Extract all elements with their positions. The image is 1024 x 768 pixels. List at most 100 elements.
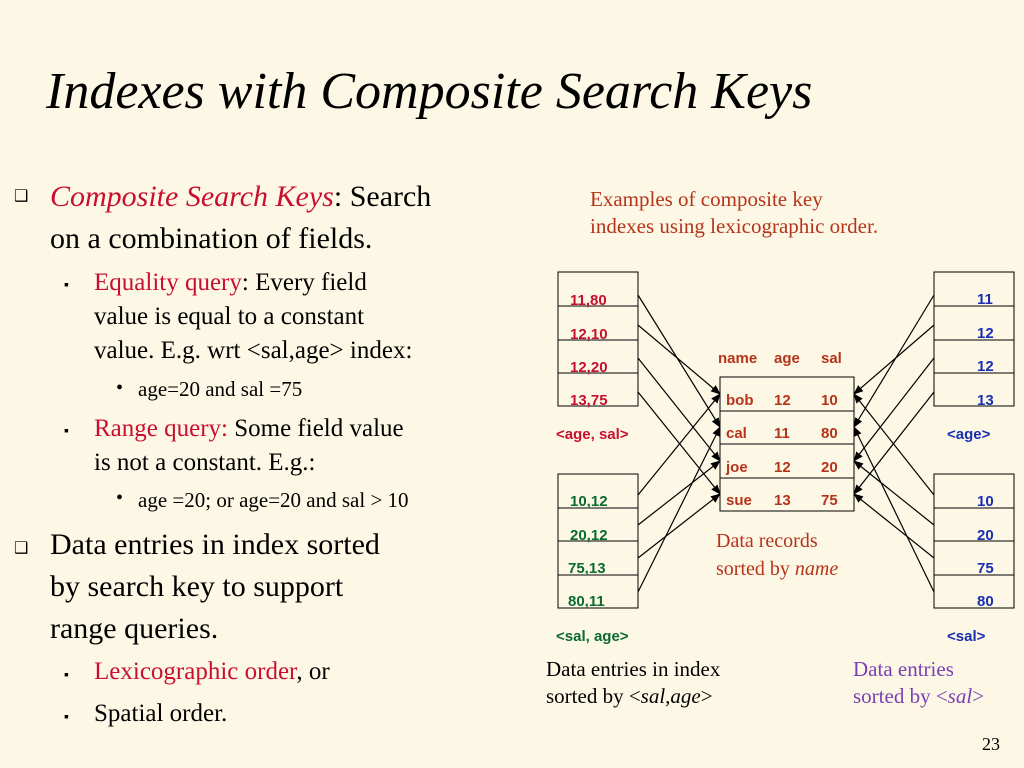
index-box-outline (933, 271, 1015, 407)
record-name: cal (726, 425, 747, 442)
bullet-range-query: Range query: Some field value is not a c… (94, 412, 404, 480)
entry-sal-age: 20,12 (570, 527, 608, 544)
caption-text: sal,age (640, 684, 701, 708)
page-number: 23 (982, 734, 1000, 754)
arrow (853, 393, 935, 496)
range-example: age =20; or age=20 and sal > 10 (138, 488, 409, 512)
record-name: bob (726, 392, 754, 409)
caption-text: name (794, 558, 839, 580)
term-lexicographic-order: Lexicographic order (94, 658, 297, 685)
caption-text: Data records (716, 530, 818, 552)
caption-data-records: Data records sorted by name (716, 527, 838, 583)
record-sal: 10 (821, 392, 838, 409)
caption-left-entries: Data entries in index sorted by <sal,age… (546, 656, 720, 710)
arrow (853, 391, 935, 495)
term-equality-query: Equality query (94, 269, 242, 296)
dot-bullet-icon: • (116, 377, 124, 399)
bullet-text: , or (296, 658, 330, 685)
entry-sal: 10 (977, 493, 994, 510)
record-sal: 80 (821, 425, 838, 442)
label-sal-age: <sal, age> (556, 628, 629, 645)
record-header-age: age (774, 350, 800, 367)
bullet-composite-keys: Composite Search Keys: Search on a combi… (50, 176, 431, 260)
index-box-sal: 10 20 75 80 (933, 473, 1015, 610)
arrow (637, 294, 721, 428)
arrows-sal-age (637, 393, 721, 593)
colon: : (333, 180, 343, 213)
term-range-query: Range query: (94, 415, 228, 442)
index-box-sal-age: 10,12 20,12 75,13 80,11 (557, 473, 639, 610)
square-bullet-icon: ❑ (14, 186, 29, 205)
entry-age: 11 (977, 291, 993, 308)
entry-sal: 20 (977, 527, 994, 544)
caption-examples: Examples of composite key indexes using … (590, 186, 878, 240)
entry-sal-age: 75,13 (568, 560, 606, 577)
bullet-text: on a combination of fields. (50, 222, 373, 255)
label-age-sal: <age, sal> (556, 426, 629, 443)
entry-age-sal: 11,80 (570, 292, 607, 309)
caption-text: Examples of composite key (590, 187, 823, 211)
arrow (637, 393, 721, 496)
arrow (637, 426, 721, 593)
bullet-equality-query: Equality query: Every field value is equ… (94, 266, 412, 368)
record-age: 13 (774, 492, 791, 509)
bullet-text: by search key to support (50, 570, 344, 603)
arrow (853, 460, 935, 526)
record-name: sue (726, 492, 752, 509)
bullet-spatial-order: Spatial order. (94, 700, 228, 727)
entry-age: 13 (977, 392, 994, 409)
equality-example: age=20 and sal =75 (138, 377, 303, 401)
arrows-sal (853, 393, 935, 593)
arrow (637, 391, 721, 495)
entry-age: 12 (977, 358, 994, 375)
caption-text: > (700, 684, 713, 708)
caption-text: indexes using lexicographic order. (590, 214, 879, 238)
record-header-name: name (718, 350, 757, 367)
data-records-table: name age sal bob 12 10 cal 11 80 joe 12 … (718, 350, 855, 512)
record-header-sal: sal (821, 350, 842, 367)
arrow (853, 493, 935, 559)
small-square-bullet-icon: ▪ (64, 668, 69, 683)
bullet-text: value is equal to a constant (94, 303, 365, 330)
entry-sal-age: 80,11 (568, 593, 605, 610)
index-box-outline (557, 271, 639, 407)
slide-title: Indexes with Composite Search Keys (46, 63, 813, 120)
caption-text: sal (947, 684, 973, 708)
bullet-text: range queries. (50, 612, 219, 645)
bullet-text: Search (342, 180, 432, 213)
record-age: 11 (774, 425, 790, 442)
caption-text: sorted by (716, 558, 795, 580)
entry-age-sal: 12,10 (570, 326, 608, 343)
record-age: 12 (774, 392, 791, 409)
term-composite-search-keys: Composite Search Keys (50, 180, 334, 213)
dot-bullet-icon: • (116, 487, 124, 509)
bullet-text: is not a constant. E.g.: (94, 449, 316, 476)
arrow (853, 426, 935, 593)
small-square-bullet-icon: ▪ (64, 424, 69, 439)
entry-sal: 80 (977, 593, 994, 610)
record-sal: 75 (821, 492, 838, 509)
record-name: joe (725, 459, 748, 476)
entry-sal-age: 10,12 (570, 493, 608, 510)
bullet-text: Some field value (227, 415, 404, 442)
arrows-age-sal (637, 294, 721, 495)
bullet-data-entries-sorted: Data entries in index sorted by search k… (50, 524, 380, 650)
record-age: 12 (774, 459, 791, 476)
record-sal: 20 (821, 459, 838, 476)
caption-text: sorted by < (853, 684, 948, 708)
label-age: <age> (947, 426, 991, 443)
entry-age: 12 (977, 325, 994, 342)
bullet-lexicographic: Lexicographic order, or (94, 655, 330, 689)
caption-right-entries: Data entries sorted by <sal> (853, 656, 984, 710)
bullet-text: value. E.g. wrt <sal,age> index: (94, 337, 413, 364)
caption-text: Data entries (853, 657, 954, 681)
label-sal: <sal> (947, 628, 986, 645)
bullet-text: Data entries in index sorted (50, 528, 380, 561)
caption-text: sorted by < (546, 684, 641, 708)
entry-sal: 75 (977, 560, 994, 577)
arrow (853, 324, 935, 395)
arrow (637, 493, 721, 559)
arrow (637, 357, 721, 462)
arrow (637, 324, 721, 395)
